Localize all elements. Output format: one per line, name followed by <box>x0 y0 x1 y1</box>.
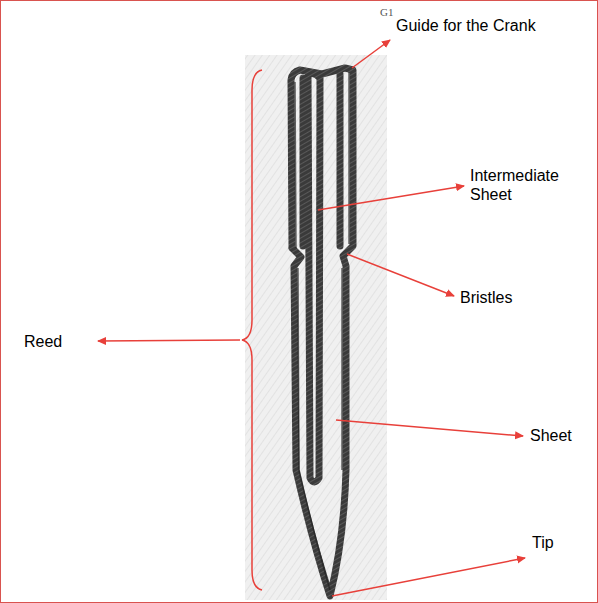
part-label: Reed <box>24 332 94 351</box>
leader-arrow <box>98 40 525 596</box>
part-label: Sheet <box>530 426 590 445</box>
part-label: Intermediate Sheet <box>470 166 580 204</box>
paper-texture <box>245 55 387 600</box>
reed-outline <box>291 68 353 596</box>
part-label: Bristles <box>460 288 560 307</box>
reference-mark: G1 <box>380 6 400 18</box>
part-label: Tip <box>532 533 582 552</box>
brace <box>242 70 262 590</box>
part-label: Guide for the Crank <box>396 16 536 35</box>
